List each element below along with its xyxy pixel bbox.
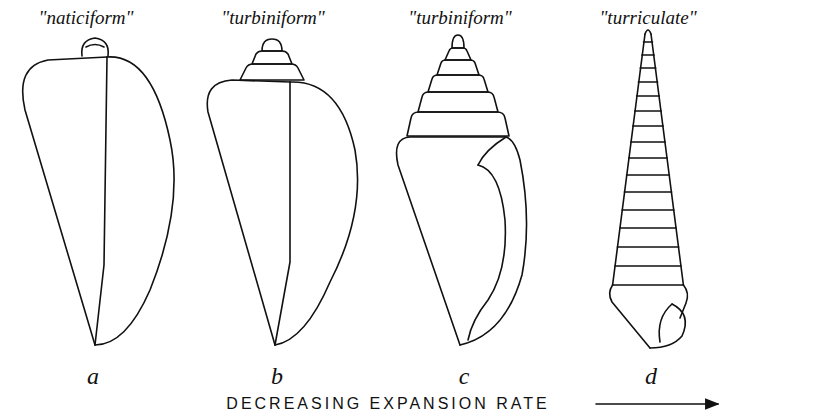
shape-name: "turbiniform" — [221, 8, 325, 27]
turbiniform-shell — [397, 35, 527, 345]
direction-arrow — [596, 403, 718, 405]
figure-letter: b — [271, 364, 283, 388]
turriculate-shell — [610, 30, 688, 348]
axis-caption: DECREASING EXPANSION RATE — [226, 396, 549, 412]
figure-letter: a — [87, 364, 99, 388]
shape-name: "turbiniform" — [408, 8, 512, 27]
figure-letter: d — [645, 364, 657, 388]
shape-name: "turriculate" — [599, 8, 696, 27]
turbiniform-shell — [207, 39, 357, 345]
naticiform-shell — [23, 38, 174, 345]
shape-name: "naticiform" — [38, 8, 133, 27]
figure-letter: c — [459, 364, 470, 388]
